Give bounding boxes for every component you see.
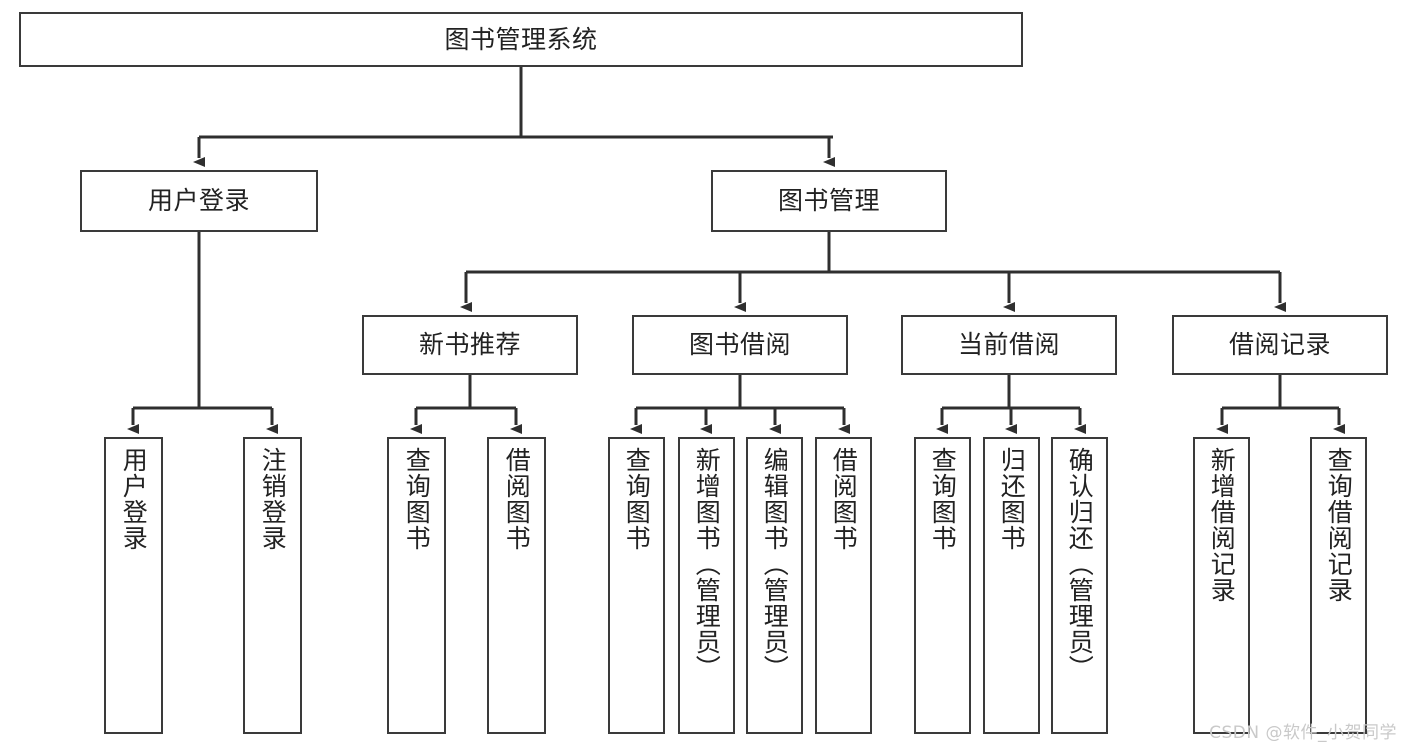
leaf-label: 新增图书（管理员） <box>692 447 722 681</box>
leaf-borrow-books-bb[interactable]: 借阅图书 <box>815 437 872 734</box>
node-label: 图书管理系统 <box>444 24 598 54</box>
leaf-edit-book-admin[interactable]: 编辑图书（管理员） <box>746 437 803 734</box>
leaf-label: 查询图书 <box>928 447 958 551</box>
leaf-label: 新增借阅记录 <box>1207 447 1237 603</box>
leaf-query-books-bb[interactable]: 查询图书 <box>608 437 665 734</box>
leaf-label: 确认归还（管理员） <box>1065 447 1095 681</box>
leaf-add-borrow-record[interactable]: 新增借阅记录 <box>1193 437 1250 734</box>
node-current-borrowing[interactable]: 当前借阅 <box>901 315 1117 375</box>
leaf-label: 借阅图书 <box>502 447 532 551</box>
leaf-query-books-cb[interactable]: 查询图书 <box>914 437 971 734</box>
leaf-borrow-books-nbr[interactable]: 借阅图书 <box>487 437 546 734</box>
node-book-management[interactable]: 图书管理 <box>711 170 947 232</box>
leaf-label: 查询借阅记录 <box>1324 447 1354 603</box>
leaf-add-book-admin[interactable]: 新增图书（管理员） <box>678 437 735 734</box>
leaf-label: 查询图书 <box>402 447 432 551</box>
leaf-label: 编辑图书（管理员） <box>760 447 790 681</box>
node-label: 当前借阅 <box>957 330 1060 360</box>
leaf-confirm-return-admin[interactable]: 确认归还（管理员） <box>1051 437 1108 734</box>
node-label: 用户登录 <box>147 186 250 216</box>
leaf-label: 用户登录 <box>119 447 149 551</box>
leaf-label: 注销登录 <box>258 447 288 551</box>
node-new-book-recommendation[interactable]: 新书推荐 <box>362 315 578 375</box>
node-root-book-management-system[interactable]: 图书管理系统 <box>19 12 1023 67</box>
node-label: 借阅记录 <box>1228 330 1331 360</box>
csdn-watermark: CSDN @软件_小贺同学 <box>1209 723 1397 743</box>
leaf-label: 借阅图书 <box>829 447 859 551</box>
leaf-label: 归还图书 <box>997 447 1027 551</box>
leaf-logout[interactable]: 注销登录 <box>243 437 302 734</box>
leaf-user-login[interactable]: 用户登录 <box>104 437 163 734</box>
node-label: 图书管理 <box>777 186 880 216</box>
leaf-label: 查询图书 <box>622 447 652 551</box>
node-user-login[interactable]: 用户登录 <box>80 170 318 232</box>
leaf-query-books-nbr[interactable]: 查询图书 <box>387 437 446 734</box>
node-borrowing-record[interactable]: 借阅记录 <box>1172 315 1388 375</box>
leaf-return-books[interactable]: 归还图书 <box>983 437 1040 734</box>
node-label: 新书推荐 <box>418 330 521 360</box>
node-book-borrowing[interactable]: 图书借阅 <box>632 315 848 375</box>
node-label: 图书借阅 <box>688 330 791 360</box>
leaf-query-borrow-record[interactable]: 查询借阅记录 <box>1310 437 1367 734</box>
